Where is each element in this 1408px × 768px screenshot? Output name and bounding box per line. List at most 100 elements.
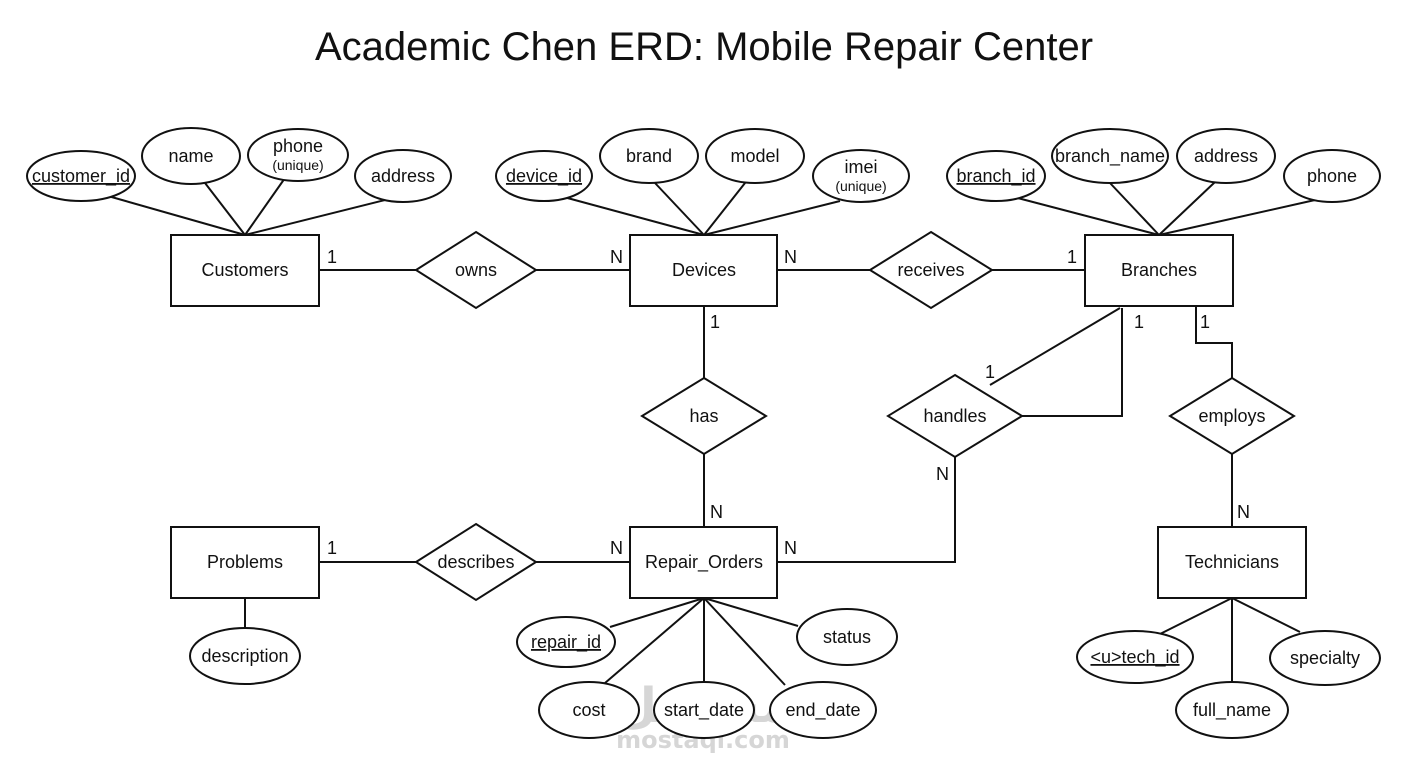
relationship-receives[interactable]: receives — [868, 230, 994, 310]
attribute-branch-phone[interactable]: phone — [1283, 149, 1381, 203]
relationship-employs[interactable]: employs — [1168, 376, 1296, 456]
entity-branches[interactable]: Branches — [1084, 234, 1234, 307]
attribute-tech-id[interactable]: <u>tech_id — [1076, 630, 1194, 684]
attribute-repair-id[interactable]: repair_id — [516, 616, 616, 668]
line-end-date — [703, 597, 786, 686]
entity-label: Technicians — [1185, 552, 1279, 572]
attribute-label: status — [823, 627, 871, 647]
line-model — [703, 182, 746, 236]
attribute-label: name — [168, 146, 213, 166]
attribute-label: <u>tech_id — [1090, 647, 1179, 668]
entity-customers[interactable]: Customers — [170, 234, 320, 307]
attribute-start-date[interactable]: start_date — [653, 681, 755, 739]
entity-problems[interactable]: Problems — [170, 526, 320, 599]
attribute-description[interactable]: description — [189, 627, 301, 685]
attribute-branch-id[interactable]: branch_id — [946, 150, 1046, 202]
relationship-label: describes — [437, 552, 514, 572]
line-tech-id — [1159, 597, 1233, 635]
attribute-brand[interactable]: brand — [599, 128, 699, 184]
entity-devices[interactable]: Devices — [629, 234, 778, 307]
entity-technicians[interactable]: Technicians — [1157, 526, 1307, 599]
attribute-status[interactable]: status — [796, 608, 898, 666]
entity-label: Customers — [201, 260, 288, 280]
cardinality-technicians-employs: N — [1237, 502, 1250, 522]
entity-label: Problems — [207, 552, 283, 572]
relationship-describes[interactable]: describes — [414, 522, 538, 602]
line-specialty — [1231, 597, 1301, 633]
attribute-label: device_id — [506, 166, 582, 187]
line-imei — [703, 200, 841, 236]
attribute-label: end_date — [785, 700, 860, 721]
attribute-imei[interactable]: imei (unique) — [812, 149, 910, 203]
entity-label: Repair_Orders — [645, 552, 763, 573]
entity-repair-orders[interactable]: Repair_Orders — [629, 526, 778, 599]
attribute-customer-id[interactable]: customer_id — [26, 150, 136, 202]
line-device-id — [559, 195, 705, 236]
attribute-label: imei — [844, 157, 877, 177]
line-customer-address — [244, 199, 386, 236]
attribute-note: (unique) — [835, 178, 886, 194]
attribute-label: model — [730, 146, 779, 166]
cardinality-handles-top: 1 — [985, 362, 995, 382]
line-customer-phone — [244, 177, 286, 236]
attribute-label: specialty — [1290, 648, 1360, 668]
attribute-cost[interactable]: cost — [538, 681, 640, 739]
line-branches-employs — [1195, 306, 1233, 378]
line-cost — [604, 597, 705, 684]
line-customer-id — [107, 195, 246, 236]
cardinality-devices-owns: N — [610, 247, 623, 267]
attribute-device-id[interactable]: device_id — [495, 150, 593, 202]
attribute-full-name[interactable]: full_name — [1175, 681, 1289, 739]
cardinality-customers-owns: 1 — [327, 247, 337, 267]
cardinality-branches-employs: 1 — [1200, 312, 1210, 332]
attribute-customer-address[interactable]: address — [354, 149, 452, 203]
line-branch-id — [1009, 195, 1160, 236]
relationship-label: employs — [1198, 406, 1265, 426]
attribute-model[interactable]: model — [705, 128, 805, 184]
cardinality-devices-has: 1 — [710, 312, 720, 332]
relationship-label: handles — [923, 406, 986, 426]
relationship-has[interactable]: has — [640, 376, 768, 456]
line-repair-id — [609, 597, 705, 628]
attribute-label: full_name — [1193, 700, 1271, 721]
line-branch-address — [1158, 181, 1216, 236]
line-status — [703, 597, 799, 627]
attribute-label: branch_name — [1055, 146, 1165, 167]
relationship-owns[interactable]: owns — [414, 230, 538, 310]
attribute-note: (unique) — [272, 157, 323, 173]
line-branch-phone — [1158, 199, 1316, 236]
cardinality-repair-orders-handles-right: N — [784, 538, 797, 558]
line-branch-name — [1109, 182, 1160, 236]
attribute-label: cost — [572, 700, 605, 720]
attribute-label: description — [201, 646, 288, 666]
relationship-handles[interactable]: handles — [886, 373, 1024, 459]
watermark: مستقل mostaql.com — [615, 678, 791, 754]
attribute-label: branch_id — [956, 166, 1035, 187]
relationship-label: has — [689, 406, 718, 426]
diagram-title: Academic Chen ERD: Mobile Repair Center — [315, 25, 1093, 69]
attribute-label: repair_id — [531, 632, 601, 653]
attribute-specialty[interactable]: specialty — [1269, 630, 1381, 686]
entity-label: Branches — [1121, 260, 1197, 280]
attribute-end-date[interactable]: end_date — [769, 681, 877, 739]
attribute-label: start_date — [664, 700, 744, 721]
entity-label: Devices — [672, 260, 736, 280]
cardinality-repair-orders-handles-top: N — [936, 464, 949, 484]
line-brand — [654, 182, 705, 236]
cardinality-branches-handles: 1 — [1134, 312, 1144, 332]
attribute-customer-phone[interactable]: phone (unique) — [247, 128, 349, 182]
attribute-branch-name[interactable]: branch_name — [1051, 128, 1169, 184]
cardinality-branches-receives: 1 — [1067, 247, 1077, 267]
attribute-label: brand — [626, 146, 672, 166]
connection-lines — [107, 177, 1316, 686]
attribute-customer-name[interactable]: name — [141, 127, 241, 185]
attribute-label: customer_id — [32, 166, 130, 187]
cardinality-problems-describes: 1 — [327, 538, 337, 558]
relationship-label: receives — [897, 260, 964, 280]
attribute-branch-address[interactable]: address — [1176, 128, 1276, 184]
attribute-label: address — [1194, 146, 1258, 166]
relationship-label: owns — [455, 260, 497, 280]
attribute-label: phone — [1307, 166, 1357, 186]
line-branches-handles-diagonal — [989, 307, 1121, 386]
